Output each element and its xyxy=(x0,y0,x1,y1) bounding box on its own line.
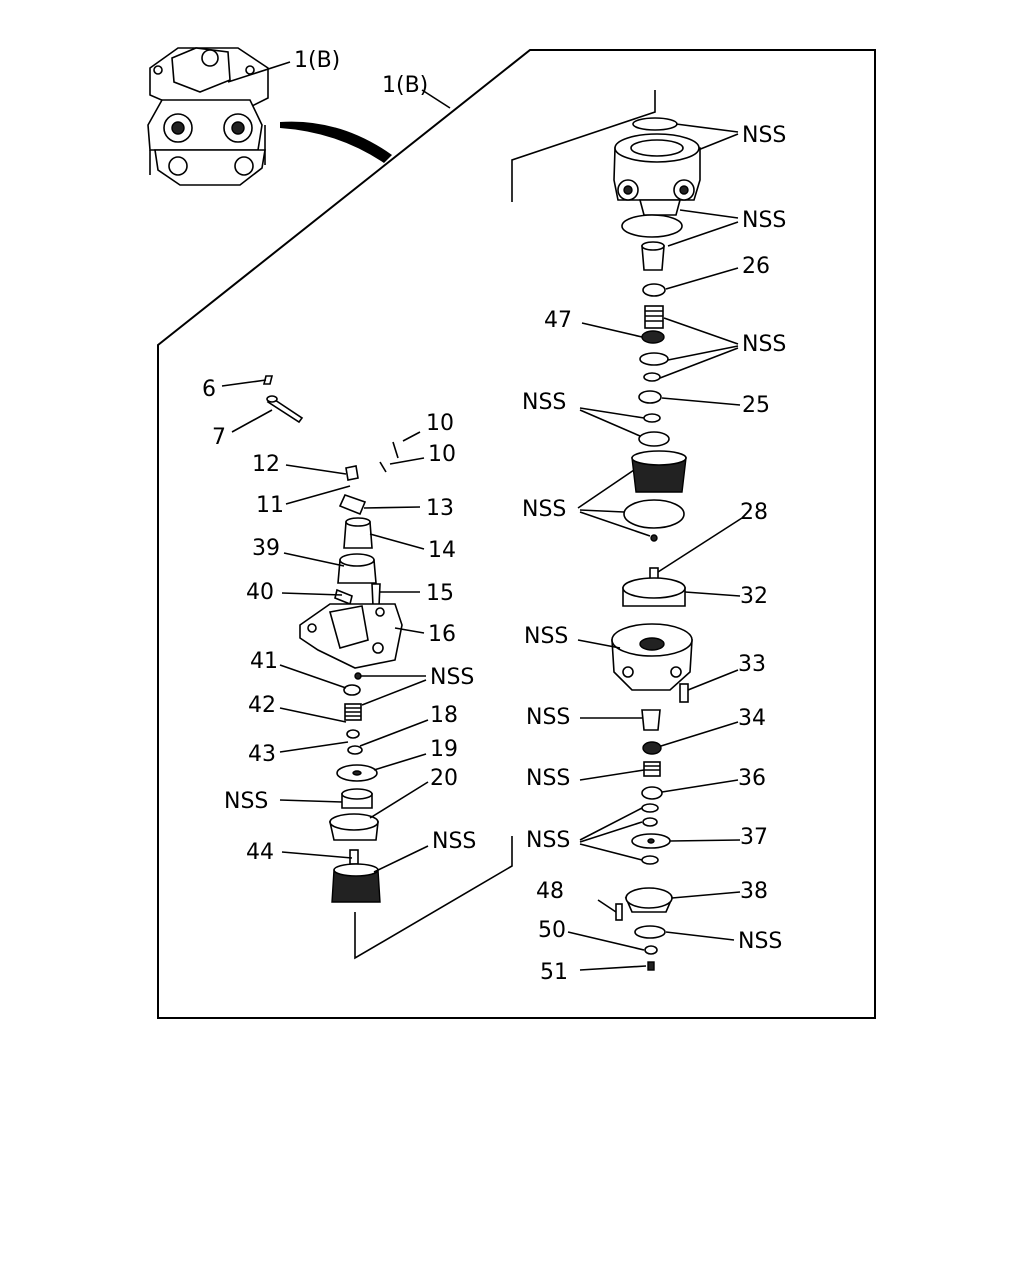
assembly-leader-1 xyxy=(227,61,291,83)
alignment-line-top xyxy=(511,90,656,202)
callout-48: 48 xyxy=(536,879,564,904)
frame-callout-leader xyxy=(421,89,451,109)
callout-15: 15 xyxy=(426,581,454,606)
left-column-parts xyxy=(262,375,403,903)
callout-nss-l1: NSS xyxy=(430,665,474,690)
callout-10a: 10 xyxy=(426,411,454,436)
callout-nss-r4: NSS xyxy=(522,390,566,415)
callout-10b: 10 xyxy=(428,442,456,467)
callout-32: 32 xyxy=(740,584,768,609)
right-leaders xyxy=(567,123,743,971)
callout-51: 51 xyxy=(540,960,568,985)
callout-nss-l3: NSS xyxy=(432,829,476,854)
callout-28: 28 xyxy=(740,500,768,525)
frame-callout-label: 1(B) xyxy=(382,73,428,98)
callout-nss-r7: NSS xyxy=(526,705,570,730)
alignment-line-bottom xyxy=(354,836,513,960)
callout-26: 26 xyxy=(742,254,770,279)
callout-nss-r1: NSS xyxy=(742,123,786,148)
callout-47: 47 xyxy=(544,308,572,333)
callout-7: 7 xyxy=(212,425,226,450)
callout-nss-r10: NSS xyxy=(738,929,782,954)
assembly-callout-top: 1(B) xyxy=(294,48,340,73)
callout-44: 44 xyxy=(246,840,274,865)
callout-37: 37 xyxy=(740,825,768,850)
callout-6: 6 xyxy=(202,377,216,402)
callout-20: 20 xyxy=(430,766,458,791)
callout-nss-r9: NSS xyxy=(526,828,570,853)
callout-41: 41 xyxy=(250,649,278,674)
callout-25: 25 xyxy=(742,393,770,418)
callout-34: 34 xyxy=(738,706,766,731)
exploded-view-frame xyxy=(157,49,876,1019)
callout-19: 19 xyxy=(430,737,458,762)
callout-42: 42 xyxy=(248,693,276,718)
callout-nss-r6: NSS xyxy=(524,624,568,649)
callout-18: 18 xyxy=(430,703,458,728)
right-column-parts xyxy=(611,117,701,971)
callout-50: 50 xyxy=(538,918,566,943)
callout-13: 13 xyxy=(426,496,454,521)
callout-nss-r3: NSS xyxy=(742,332,786,357)
callout-43: 43 xyxy=(248,742,276,767)
callout-nss-r8: NSS xyxy=(526,766,570,791)
callout-nss-l2: NSS xyxy=(224,789,268,814)
callout-38: 38 xyxy=(740,879,768,904)
callout-14: 14 xyxy=(428,538,456,563)
callout-36: 36 xyxy=(738,766,766,791)
callout-39: 39 xyxy=(252,536,280,561)
callout-33: 33 xyxy=(738,652,766,677)
left-leaders xyxy=(221,379,429,873)
assembly-overview-illustration xyxy=(147,47,269,186)
callout-nss-r5: NSS xyxy=(522,497,566,522)
callout-40: 40 xyxy=(246,580,274,605)
callout-12: 12 xyxy=(252,452,280,477)
callout-nss-r2: NSS xyxy=(742,208,786,233)
callout-16: 16 xyxy=(428,622,456,647)
overview-arrow xyxy=(280,121,392,163)
callout-11: 11 xyxy=(256,493,284,518)
